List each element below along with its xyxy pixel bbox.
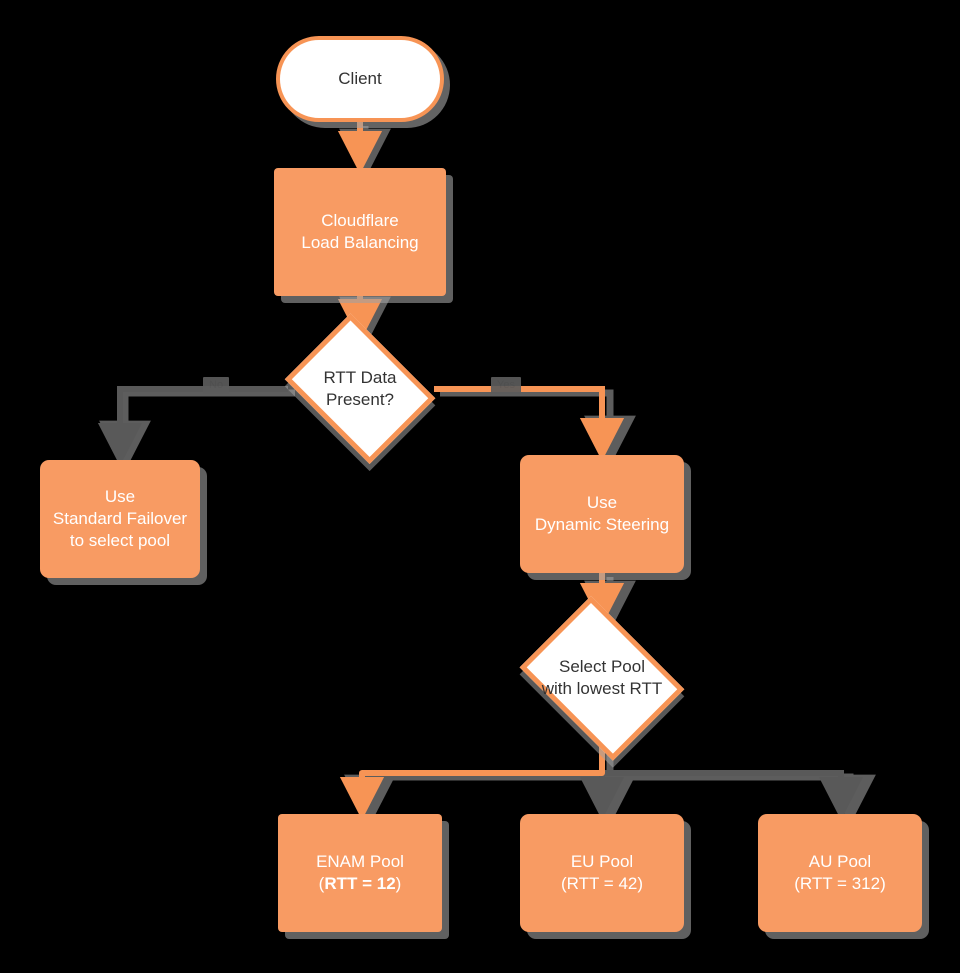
node-client[interactable]: Client [276, 36, 444, 122]
node-select-pool-label: Select Pool with lowest RTT [541, 656, 663, 698]
node-dynamic-steering[interactable]: Use Dynamic Steering [520, 455, 684, 573]
node-cloudflare-load-balancing-label: Cloudflare Load Balancing [301, 210, 419, 252]
paren-open: ( [794, 874, 800, 893]
node-au-pool[interactable]: AU Pool (RTT = 312) [758, 814, 922, 932]
node-standard-failover[interactable]: Use Standard Failover to select pool [40, 460, 200, 578]
edge-label-rtt-no: No [203, 377, 230, 394]
edge-rtt-decision-to-dynamic-steering [434, 386, 625, 462]
edge-rtt-decision-to-standard-failover [97, 386, 288, 467]
node-client-label: Client [338, 68, 382, 88]
edge-select-pool-to-enam-pool [339, 738, 605, 821]
paren-close: ) [395, 874, 402, 893]
node-rtt-data-present-decision[interactable]: RTT Data Present? [282, 313, 438, 465]
node-rtt-data-present-label: RTT Data Present? [323, 367, 397, 409]
paren-open: ( [560, 874, 567, 893]
node-cloudflare-load-balancing[interactable]: Cloudflare Load Balancing [274, 168, 446, 296]
node-enam-pool[interactable]: ENAM Pool (RTT = 12) [278, 814, 442, 932]
node-eu-pool-rtt: RTT = 42 [566, 874, 638, 893]
edge-select-pool-to-au-pool [602, 770, 864, 821]
paren-close: ) [637, 874, 644, 893]
paren-open: ( [318, 874, 325, 893]
edge-label-rtt-yes: Yes [491, 377, 521, 394]
node-select-pool-decision[interactable]: Select Pool with lowest RTT [516, 595, 688, 761]
node-eu-pool[interactable]: EU Pool(RTT = 42) [520, 814, 684, 932]
node-standard-failover-label: Use Standard Failover to select pool [52, 486, 188, 551]
node-au-pool-rtt: RTT = 312 [799, 874, 881, 893]
node-eu-pool-label: EU Pool(RTT = 42) [561, 851, 643, 895]
node-au-pool-name: AU Pool [808, 851, 872, 871]
paren-close: ) [880, 874, 886, 893]
node-enam-pool-label: ENAM Pool (RTT = 12) [316, 851, 404, 895]
node-au-pool-label: AU Pool (RTT = 312) [794, 851, 886, 895]
node-enam-pool-name: ENAM Pool [316, 851, 404, 871]
node-eu-pool-name: EU Pool [570, 851, 634, 871]
node-dynamic-steering-label: Use Dynamic Steering [534, 492, 670, 534]
node-enam-pool-rtt: RTT = 12 [324, 874, 396, 893]
